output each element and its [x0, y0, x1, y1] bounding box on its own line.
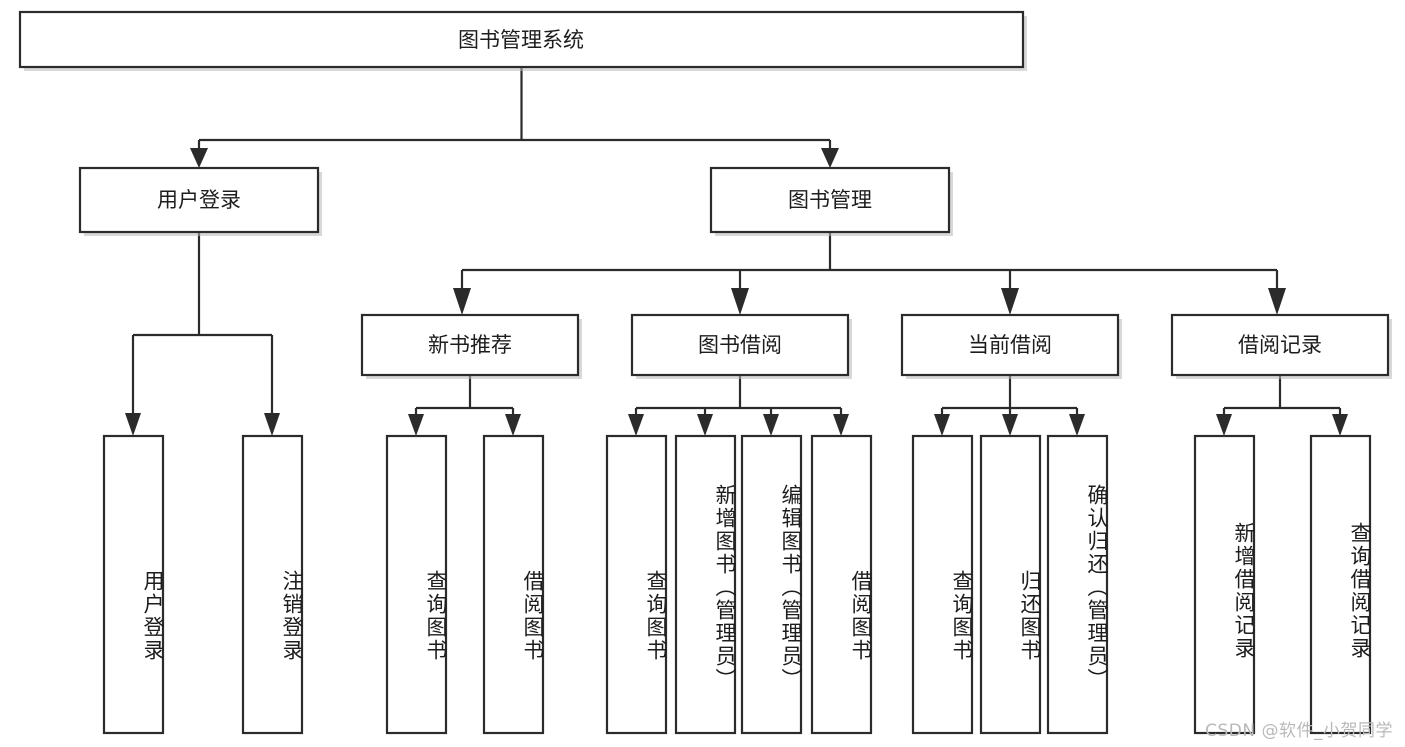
new-book-node-box[interactable] [360, 313, 580, 377]
new-book-node-label: 新书推荐 [428, 333, 512, 357]
root-node-box[interactable] [18, 10, 1025, 69]
node-layer: 图书管理系统 用户登录 图书管理 新书推荐 图书借阅 当前借阅 借阅记录 [18, 10, 1392, 735]
leaf-box-book-borrow-1[interactable] [605, 434, 668, 735]
arrow-record-leaf-1 [1216, 414, 1232, 436]
leaf-box-current-borrow-2[interactable] [979, 434, 1042, 735]
leaf-box-borrow-record-2[interactable] [1309, 434, 1372, 735]
arrow-book-mgmt-to-current [1001, 288, 1019, 315]
borrow-record-node-label: 借阅记录 [1238, 333, 1322, 357]
leaf-box-current-borrow-1[interactable] [911, 434, 974, 735]
arrow-borrow-leaf-4 [833, 414, 849, 436]
borrow-record-node-box[interactable] [1170, 313, 1390, 377]
book-mgmt-node-box[interactable] [709, 166, 951, 234]
current-borrow-node-label: 当前借阅 [968, 333, 1052, 357]
arrow-borrow-leaf-3 [763, 414, 779, 436]
root-node-label: 图书管理系统 [458, 28, 584, 52]
arrow-book-mgmt-to-borrow [731, 288, 749, 315]
leaf-box-borrow-record-1[interactable] [1193, 434, 1256, 735]
leaf-box-book-borrow-4[interactable] [810, 434, 873, 735]
arrow-current-leaf-2 [1002, 414, 1018, 436]
arrow-book-mgmt-to-new-book [453, 288, 471, 315]
arrow-new-book-leaf-1 [408, 414, 424, 436]
arrow-new-book-leaf-2 [505, 414, 521, 436]
connector-layer [125, 67, 1348, 436]
arrow-root-to-book-mgmt [821, 148, 839, 168]
leaf-box-book-borrow-3[interactable] [740, 434, 803, 735]
leaf-box-new-book-1[interactable] [385, 434, 448, 735]
leaf-box-book-borrow-2[interactable] [674, 434, 737, 735]
leaf-box-current-borrow-3[interactable] [1046, 434, 1109, 735]
leaf-box-user-login-2[interactable] [241, 434, 304, 735]
arrow-book-mgmt-to-record [1268, 288, 1286, 315]
arrow-borrow-leaf-1 [628, 414, 644, 436]
book-borrow-node-label: 图书借阅 [698, 333, 782, 357]
user-login-node-label: 用户登录 [157, 188, 241, 212]
arrow-current-leaf-3 [1069, 414, 1085, 436]
csdn-watermark: CSDN @软件_小贺同学 [1205, 721, 1393, 741]
leaf-box-new-book-2[interactable] [482, 434, 545, 735]
arrow-user-login-leaf-1 [125, 413, 141, 436]
arrow-current-leaf-1 [934, 414, 950, 436]
book-borrow-node-box[interactable] [630, 313, 850, 377]
arrow-record-leaf-2 [1332, 414, 1348, 436]
user-login-node-box[interactable] [78, 166, 320, 234]
book-mgmt-node-label: 图书管理 [788, 188, 872, 212]
arrow-root-to-user-login [190, 148, 208, 168]
current-borrow-node-box[interactable] [900, 313, 1120, 377]
leaf-box-user-login-1[interactable] [102, 434, 165, 735]
arrow-user-login-leaf-2 [264, 413, 280, 436]
arrow-borrow-leaf-2 [697, 414, 713, 436]
